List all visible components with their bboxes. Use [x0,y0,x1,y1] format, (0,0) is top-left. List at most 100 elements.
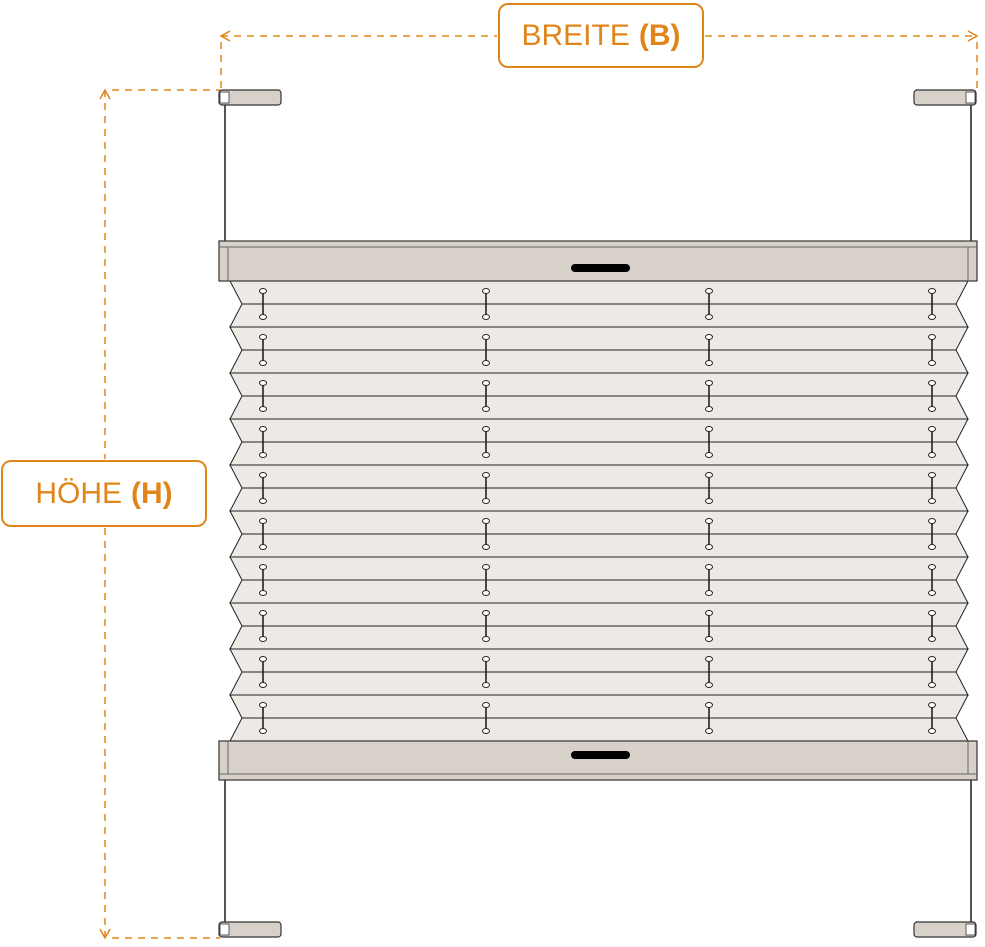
cord-hole [705,610,713,616]
cord-hole [259,544,267,550]
width-label: BREITE (B) [498,3,704,68]
cord-hole [482,314,490,320]
cord-hole [705,590,713,596]
cord-hole [259,288,267,294]
cord-hole [482,682,490,688]
pleat-face-lower [229,579,969,604]
pleat-face-upper [229,280,969,305]
arrow-down-icon [99,928,111,940]
arrow-right-icon [967,30,979,42]
height-label-symbol: (H) [131,476,173,510]
cord-hole [705,498,713,504]
cord-hole [259,472,267,478]
pleat-face-lower [229,441,969,466]
width-label-symbol: (B) [638,18,681,52]
height-dimension [99,88,220,940]
cord-hole [482,728,490,734]
cord-hole [928,544,936,550]
width-label-word: BREITE [521,18,630,52]
pleat-face-lower [229,625,969,650]
cord-hole [482,610,490,616]
height-label: HÖHE (H) [1,460,207,527]
pleat-face-upper [229,326,969,351]
cord-hole [482,288,490,294]
cord-hole [482,702,490,708]
cord-hole [705,636,713,642]
cord-hole [705,380,713,386]
cord-hole [259,682,267,688]
tension-cords [224,104,972,924]
bottom-rail [218,740,978,781]
cord-hole [928,498,936,504]
pleat-face-lower [229,533,969,558]
cord-hole [482,518,490,524]
cord-hole [482,590,490,596]
cord-hole [482,426,490,432]
bracket-bottom-left [218,921,282,938]
cord-hole [705,472,713,478]
cord-hole [928,426,936,432]
pleat-face-upper [229,556,969,581]
pleat-face-upper [229,510,969,535]
cord-hole [482,636,490,642]
cord-hole [482,360,490,366]
cord-hole [259,564,267,570]
cord-hole [482,334,490,340]
cord-hole [928,380,936,386]
cord-hole [928,518,936,524]
cord-hole [482,406,490,412]
bracket-bottom-right [913,921,977,938]
top-rail [218,240,978,282]
cord-hole [259,380,267,386]
arrow-left-icon [219,30,231,42]
cord-hole [928,682,936,688]
cord-hole [928,452,936,458]
cord-hole [259,518,267,524]
cord-hole [928,636,936,642]
arrow-up-icon [99,88,111,100]
cord-hole [928,564,936,570]
pleat-face-lower [229,671,969,696]
cord-hole [928,656,936,662]
pleat-face-upper [229,602,969,627]
cord-hole [705,334,713,340]
pleat-face-upper [229,418,969,443]
bracket-top-right [913,89,977,106]
cord-hole [482,380,490,386]
cord-hole [928,610,936,616]
cord-hole [259,314,267,320]
cord-hole [482,472,490,478]
cord-hole [259,426,267,432]
bracket-top-left [218,89,282,106]
cord-holes [259,288,936,734]
cord-hole [928,406,936,412]
cord-hole [259,498,267,504]
cord-hole [928,728,936,734]
pleat-face-upper [229,694,969,719]
cord-hole [705,682,713,688]
cord-hole [705,452,713,458]
cord-hole [259,656,267,662]
cord-hole [482,544,490,550]
cord-hole [705,426,713,432]
cord-hole [259,590,267,596]
pleat-face-lower [229,717,969,742]
cord-hole [928,314,936,320]
cord-hole [482,452,490,458]
cord-hole [705,728,713,734]
pleated-fabric [229,280,969,742]
cord-hole [259,334,267,340]
cord-hole [259,452,267,458]
cord-hole [928,334,936,340]
pleat-face-upper [229,648,969,673]
cord-hole [705,360,713,366]
pleat-face-upper [229,464,969,489]
cord-hole [259,610,267,616]
cord-hole [259,406,267,412]
cord-hole [705,518,713,524]
cord-hole [928,360,936,366]
cord-hole [482,498,490,504]
pleat-face-lower [229,487,969,512]
cord-hole [259,360,267,366]
cord-hole [705,544,713,550]
